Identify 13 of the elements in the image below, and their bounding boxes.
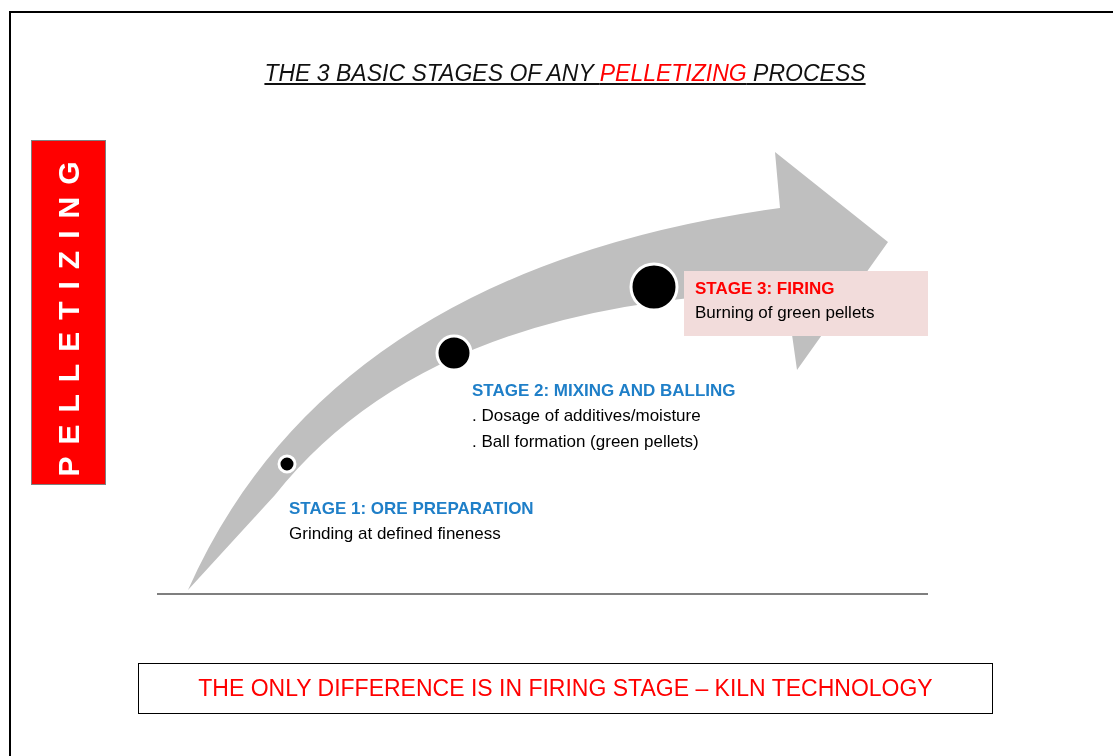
stage-description: . Dosage of additives/moisture	[472, 406, 701, 426]
stage-heading: STAGE 3: FIRING	[695, 279, 836, 299]
diagram-title: THE 3 BASIC STAGES OF ANY PELLETIZING PROCESS	[263, 60, 867, 87]
banner-text: PELLETIZING	[51, 149, 86, 476]
vertical-banner	[31, 140, 106, 485]
stage-description: Burning of green pellets	[695, 303, 876, 323]
stage-description: Grinding at defined fineness	[289, 524, 501, 544]
stage-heading: STAGE 2: MIXING AND BALLING	[472, 381, 736, 401]
stage-box	[684, 271, 928, 336]
stage-description: . Ball formation (green pellets)	[472, 432, 699, 452]
note-box	[138, 663, 993, 714]
stage-heading: STAGE 1: ORE PREPARATION	[289, 499, 534, 519]
note-text: THE ONLY DIFFERENCE IS IN FIRING STAGE – KILN TECHNOLOGY	[198, 675, 933, 702]
